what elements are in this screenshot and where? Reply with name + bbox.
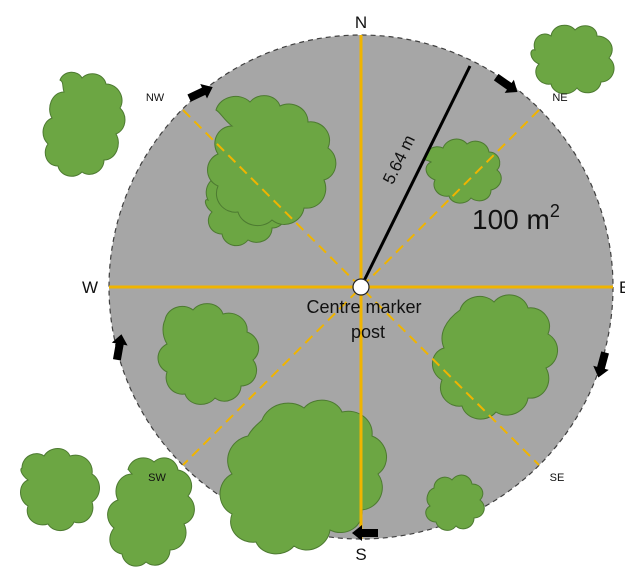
- tree-icon: [20, 448, 100, 531]
- centre-post-icon: [352, 278, 370, 296]
- tree-icon: [207, 95, 337, 227]
- tree-icon: [424, 138, 502, 204]
- area-label: 100 m2: [472, 201, 560, 235]
- tree-icon: [530, 24, 615, 95]
- arrow-icon: [111, 334, 128, 361]
- tree-icon: [219, 399, 387, 555]
- area-value: 100 m: [472, 204, 550, 235]
- tree-icon: [157, 303, 260, 405]
- label-west: W: [82, 278, 98, 297]
- northeast-southwest-line: [182, 109, 540, 466]
- centre-label-line2: post: [351, 322, 385, 342]
- label-northwest: NW: [146, 92, 165, 104]
- tree-icon: [432, 294, 558, 420]
- radius-line: [359, 65, 472, 288]
- northwest-southeast-line: [182, 109, 540, 466]
- arrow-icon: [493, 73, 518, 93]
- label-southeast: SE: [550, 472, 565, 484]
- tree-icon: [42, 71, 126, 177]
- arrow-icon: [187, 84, 213, 102]
- tree-icon: [107, 457, 195, 567]
- arrow-icon: [593, 351, 609, 378]
- label-south: S: [355, 545, 366, 564]
- label-southwest: SW: [148, 472, 166, 484]
- label-northeast: NE: [552, 92, 567, 104]
- arrow-icon: [352, 525, 378, 541]
- tree-icon: [425, 474, 485, 531]
- area-superscript: 2: [550, 201, 560, 221]
- centre-label-line1: Centre marker: [306, 297, 421, 317]
- label-north: N: [355, 13, 367, 32]
- label-east: E: [619, 278, 625, 297]
